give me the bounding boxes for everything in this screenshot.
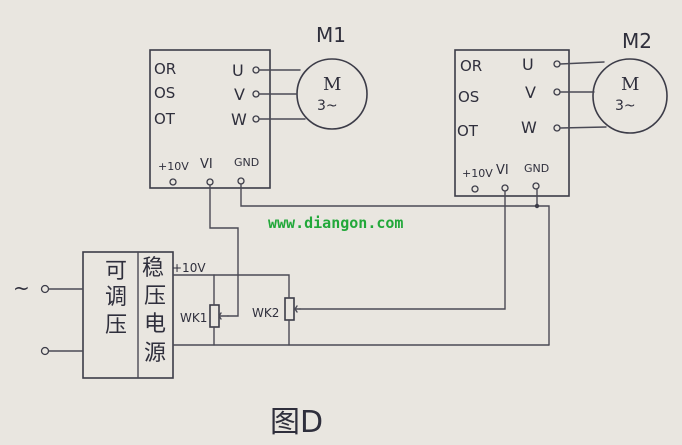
inverter-2-input-r: OR — [460, 57, 482, 75]
inverter-2: OR OS OT U V W +10V VI GND — [454, 49, 570, 197]
figure-label: 图D — [270, 405, 323, 440]
inverter-1-terminal-10v — [169, 178, 177, 186]
motor-2-symbol: M — [621, 74, 639, 95]
ac-input-terminal-2 — [40, 346, 50, 356]
inverter-1-terminal-vi-label: VI — [200, 157, 213, 172]
motor-1-label: M1 — [316, 23, 346, 47]
inverter-1-output-v: V — [234, 85, 245, 104]
inverter-2-output-v: V — [525, 83, 536, 102]
inverter-1-input-r: OR — [154, 60, 176, 78]
motor-2-label: M2 — [622, 29, 652, 53]
inverter-2-terminal-w — [553, 124, 561, 132]
inverter-1-output-w: W — [231, 110, 247, 129]
inverter-2-terminal-10v-label: +10V — [462, 167, 493, 180]
supply-unit: 可 调 压 稳 压 电 源 +10V — [82, 251, 206, 379]
inverter-2-terminal-10v — [471, 185, 479, 193]
motor-2-circle — [592, 58, 668, 134]
inverter-2-terminal-gnd-label: GND — [524, 162, 549, 175]
motor-2: M2 M 3~ — [592, 29, 668, 134]
wk1-body — [209, 304, 220, 328]
inverter-1-terminal-10v-label: +10V — [158, 160, 189, 173]
variac-label-char-3: 压 — [105, 313, 127, 338]
wk2-body — [284, 297, 295, 321]
regulator-label-char-1: 稳 — [142, 256, 164, 281]
watermark-text: www.diangon.com — [268, 214, 403, 232]
ac-input-terminal-1 — [40, 284, 50, 294]
inverter-1-output-u: U — [232, 61, 244, 80]
wk2-label: WK2 — [252, 306, 279, 320]
motor-2-wiring — [559, 61, 607, 129]
variac-label-char-1: 可 — [105, 259, 127, 284]
inverter-2-box — [454, 49, 570, 197]
inverter-1-terminal-w — [252, 115, 260, 123]
inverter-1-terminal-vi — [206, 178, 214, 186]
motor-1-phase: 3~ — [317, 98, 338, 114]
inverter-1-terminal-gnd-label: GND — [234, 156, 259, 169]
ground-junction — [534, 203, 540, 209]
inverter-2-terminal-vi-label: VI — [496, 163, 509, 178]
ac-input: ~ — [13, 276, 84, 356]
inverter-1-terminal-gnd — [237, 177, 245, 185]
motor-2-phase: 3~ — [615, 98, 636, 114]
motor-1-wiring — [258, 69, 306, 120]
potentiometer-wk2: WK2 — [252, 297, 301, 321]
variac-label-char-2: 调 — [105, 285, 127, 310]
inverter-2-terminal-u — [553, 60, 561, 68]
inverter-2-terminal-v — [553, 88, 561, 96]
inverter-2-terminal-gnd — [532, 182, 540, 190]
potentiometer-wk1: WK1 — [180, 304, 229, 328]
inverter-2-input-s: OS — [458, 88, 479, 106]
control-wiring — [172, 183, 550, 346]
regulator-label-char-3: 电 — [144, 312, 166, 337]
regulator-label-char-4: 源 — [144, 341, 166, 366]
motor-1-symbol: M — [323, 74, 341, 95]
supply-box — [82, 251, 174, 379]
inverter-2-output-w: W — [521, 118, 537, 137]
inverter-1-input-t: OT — [154, 110, 176, 128]
inverter-1-input-s: OS — [154, 84, 175, 102]
inverter-2-output-u: U — [522, 55, 534, 74]
inverter-2-terminal-vi — [501, 184, 509, 192]
inverter-1-terminal-v — [252, 90, 260, 98]
supply-output-label: +10V — [172, 261, 206, 275]
motor-1: M1 M 3~ — [296, 23, 368, 130]
inverter-1: OR OS OT U V W +10V VI GND — [149, 49, 271, 189]
ac-input-symbol: ~ — [13, 276, 30, 300]
inverter-1-terminal-u — [252, 66, 260, 74]
wk1-label: WK1 — [180, 311, 207, 325]
regulator-label-char-2: 压 — [144, 284, 166, 309]
inverter-2-input-t: OT — [457, 122, 479, 140]
